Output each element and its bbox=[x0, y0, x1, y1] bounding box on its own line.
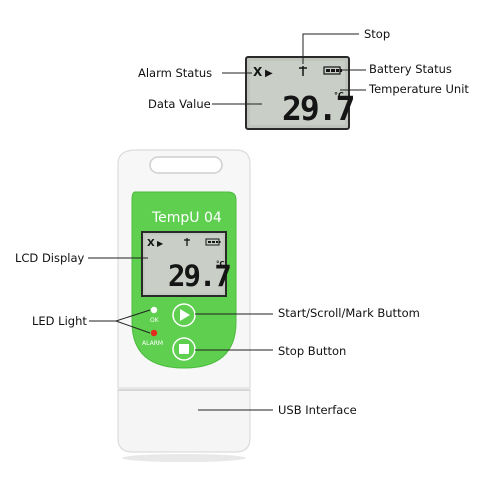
callout-battery-status: Battery Status bbox=[369, 62, 452, 76]
zoomed-play-icon: ▶ bbox=[265, 68, 273, 79]
led-alarm bbox=[150, 329, 158, 337]
zoomed-lcd-panel: X ▶ 29.7 °C bbox=[245, 56, 356, 130]
zoomed-battery-icon bbox=[323, 66, 342, 75]
device-stop-icon bbox=[184, 238, 190, 246]
stop-button[interactable] bbox=[172, 337, 196, 361]
callout-stop-button: Stop Button bbox=[278, 344, 346, 358]
device-temperature-unit: °C bbox=[216, 260, 225, 268]
callout-alarm-status: Alarm Status bbox=[138, 66, 212, 80]
play-icon bbox=[180, 309, 190, 321]
callout-data-value: Data Value bbox=[148, 97, 211, 111]
led-ok-label: OK bbox=[150, 317, 160, 324]
device-play-icon: ▶ bbox=[157, 239, 164, 248]
top-callouts: Stop Alarm Status Battery Status Tempera… bbox=[138, 27, 469, 111]
device-shadow bbox=[122, 454, 246, 462]
device-brand-label: TempU 04 bbox=[151, 210, 222, 226]
zoomed-data-value: 29.7 bbox=[282, 89, 354, 128]
zoomed-stop-icon bbox=[299, 66, 307, 76]
leader-led-light-alarm bbox=[115, 320, 151, 334]
stop-square-icon bbox=[179, 344, 189, 354]
device-callouts: LCD Display LED Light Start/Scroll/Mark … bbox=[15, 251, 420, 417]
leader-stop bbox=[302, 33, 359, 64]
zoomed-alarm-status-icon: X bbox=[253, 65, 263, 79]
callout-stop: Stop bbox=[364, 27, 390, 41]
start-scroll-mark-button[interactable] bbox=[172, 303, 196, 327]
led-ok bbox=[150, 306, 158, 314]
led-alarm-label: ALARM bbox=[142, 340, 163, 347]
callout-lcd-display: LCD Display bbox=[15, 251, 85, 265]
device-battery-icon bbox=[205, 238, 221, 246]
callout-temperature-unit: Temperature Unit bbox=[368, 82, 469, 96]
hanging-slot bbox=[149, 156, 223, 174]
device-data-value: 29.7 bbox=[168, 259, 230, 293]
callout-usb-interface: USB Interface bbox=[278, 403, 357, 417]
data-logger-device: TempU 04 X ▶ 29.7 °C OK ALARM bbox=[117, 149, 251, 462]
callout-start-scroll-mark: Start/Scroll/Mark Buttom bbox=[278, 306, 420, 320]
callout-led-light: LED Light bbox=[32, 314, 87, 328]
device-alarm-status-icon: X bbox=[147, 238, 155, 249]
zoomed-temperature-unit: °C bbox=[334, 91, 344, 100]
usb-cap bbox=[117, 389, 251, 453]
